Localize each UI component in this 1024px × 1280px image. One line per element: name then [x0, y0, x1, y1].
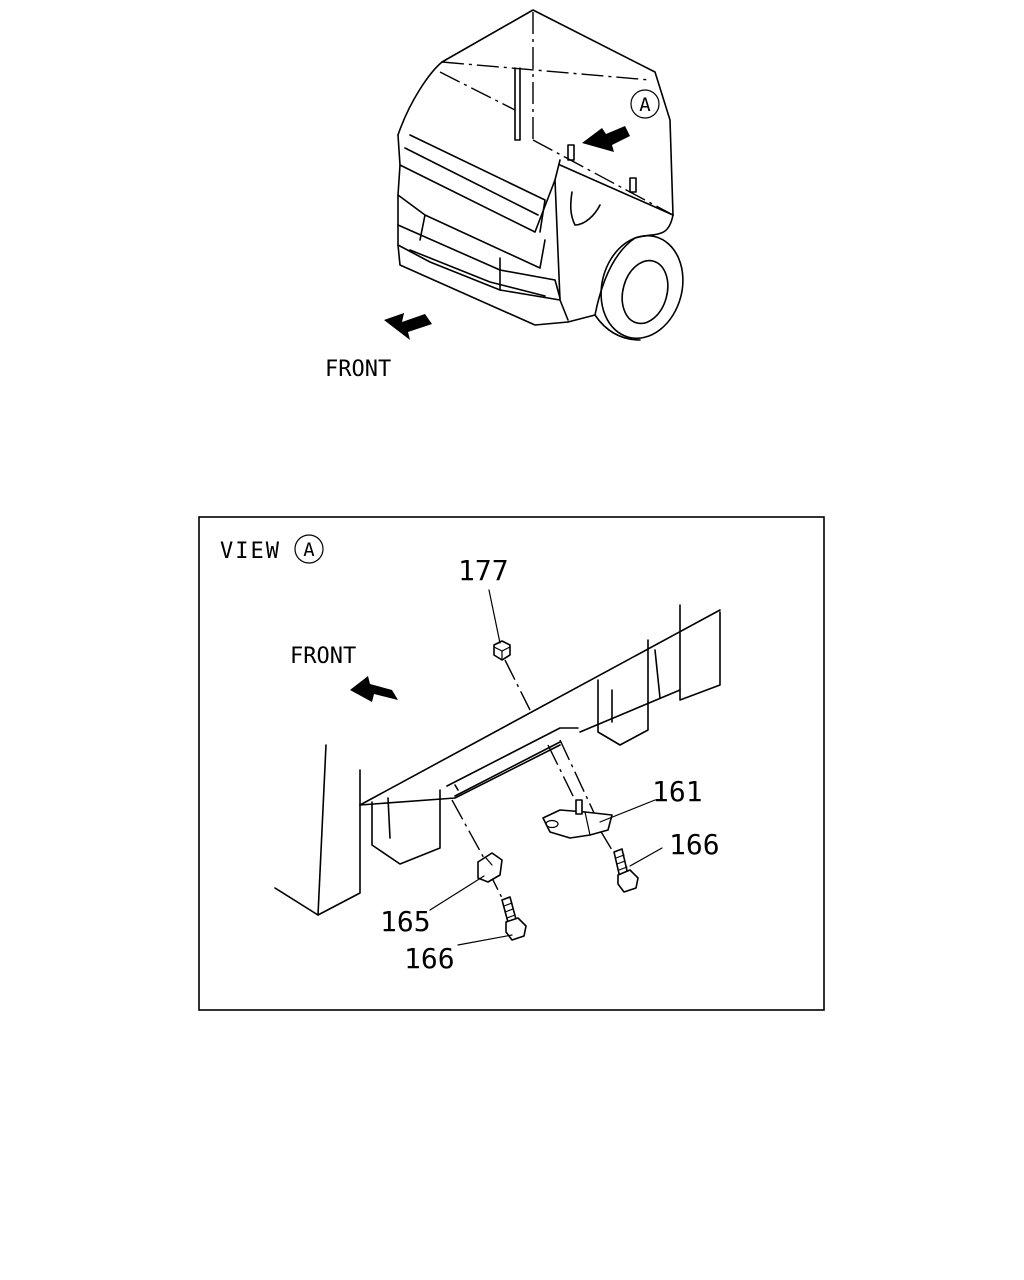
callout-166-left: 166: [404, 942, 455, 975]
detail-view-frame: [198, 516, 825, 1011]
callout-161: 161: [652, 775, 703, 808]
view-a-marker-detail: [294, 534, 324, 564]
front-indicator-overview: FRONT: [325, 313, 432, 382]
callout-leaders: [429, 589, 663, 946]
detail-view-heading: VIEW A: [220, 534, 324, 564]
callout-165: 165: [380, 905, 431, 938]
front-arrow-icon: [384, 313, 432, 340]
front-arrow-detail-icon: [350, 676, 398, 702]
part-166-bolt-left: [501, 896, 527, 941]
callout-177: 177: [458, 554, 509, 587]
part-177-nut: [493, 640, 511, 661]
part-166-bolt-right: [613, 848, 639, 893]
front-label-detail: FRONT: [290, 644, 356, 669]
truck-cab-overview: [397, 9, 684, 341]
view-label: VIEW: [220, 539, 281, 564]
view-a-marker-overview: A: [630, 89, 660, 119]
view-a-marker-detail-letter: A: [303, 539, 315, 561]
callout-numbers: 177 161 166 165 166: [380, 554, 720, 975]
front-label-overview: FRONT: [325, 357, 391, 382]
front-indicator-detail: FRONT: [290, 644, 398, 702]
part-161-bracket: [542, 799, 613, 839]
alignment-lines: [451, 659, 613, 901]
view-a-arrow: [582, 126, 630, 152]
part-165-bracket: [477, 852, 503, 883]
callout-166-right: 166: [669, 828, 720, 861]
cab-floor-structure: [274, 604, 721, 916]
view-a-marker-letter: A: [639, 94, 651, 116]
